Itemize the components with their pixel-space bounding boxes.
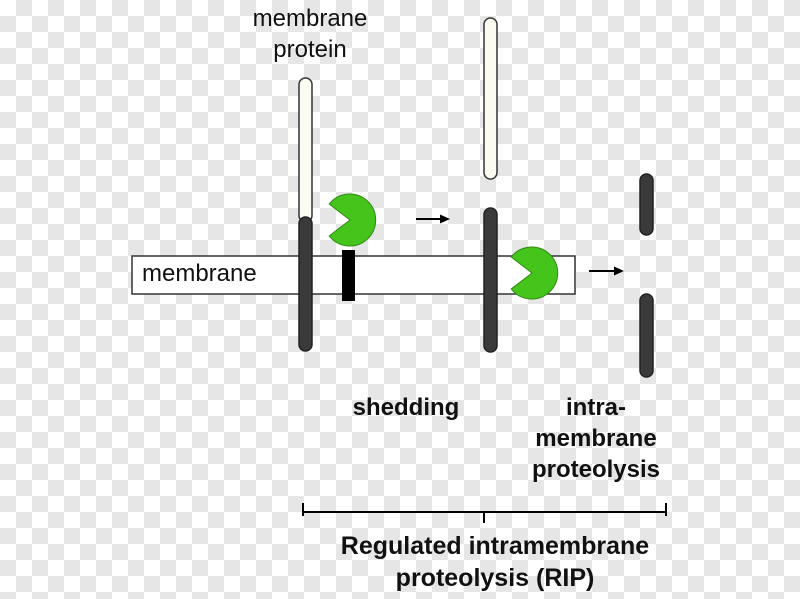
arrow-right-icon — [589, 266, 624, 276]
rip-label: Regulated intramembrane proteolysis (RIP… — [340, 532, 650, 592]
membrane-stub — [483, 207, 498, 353]
sheddase-protease — [328, 193, 377, 301]
membrane-label: membrane — [142, 260, 257, 287]
intramembrane-protease-pacman-icon — [510, 246, 559, 300]
rip-bracket — [302, 503, 667, 523]
shedding-label: shedding — [352, 394, 460, 421]
protein-transmembrane-domain — [298, 216, 313, 352]
protein-extracellular-domain — [298, 77, 313, 223]
released-fragment-top — [639, 173, 654, 236]
intramembrane-proteolysis-label: intra- membrane proteolysis — [531, 394, 661, 483]
membrane-protein-full — [298, 77, 313, 352]
released-fragment-bottom — [639, 293, 654, 378]
arrow-right-icon — [416, 214, 450, 224]
protease-pacman-icon — [328, 193, 377, 247]
shed-ectodomain — [483, 17, 498, 180]
membrane-protein-label: membrane protein — [252, 5, 368, 63]
protease-stalk — [342, 250, 355, 301]
